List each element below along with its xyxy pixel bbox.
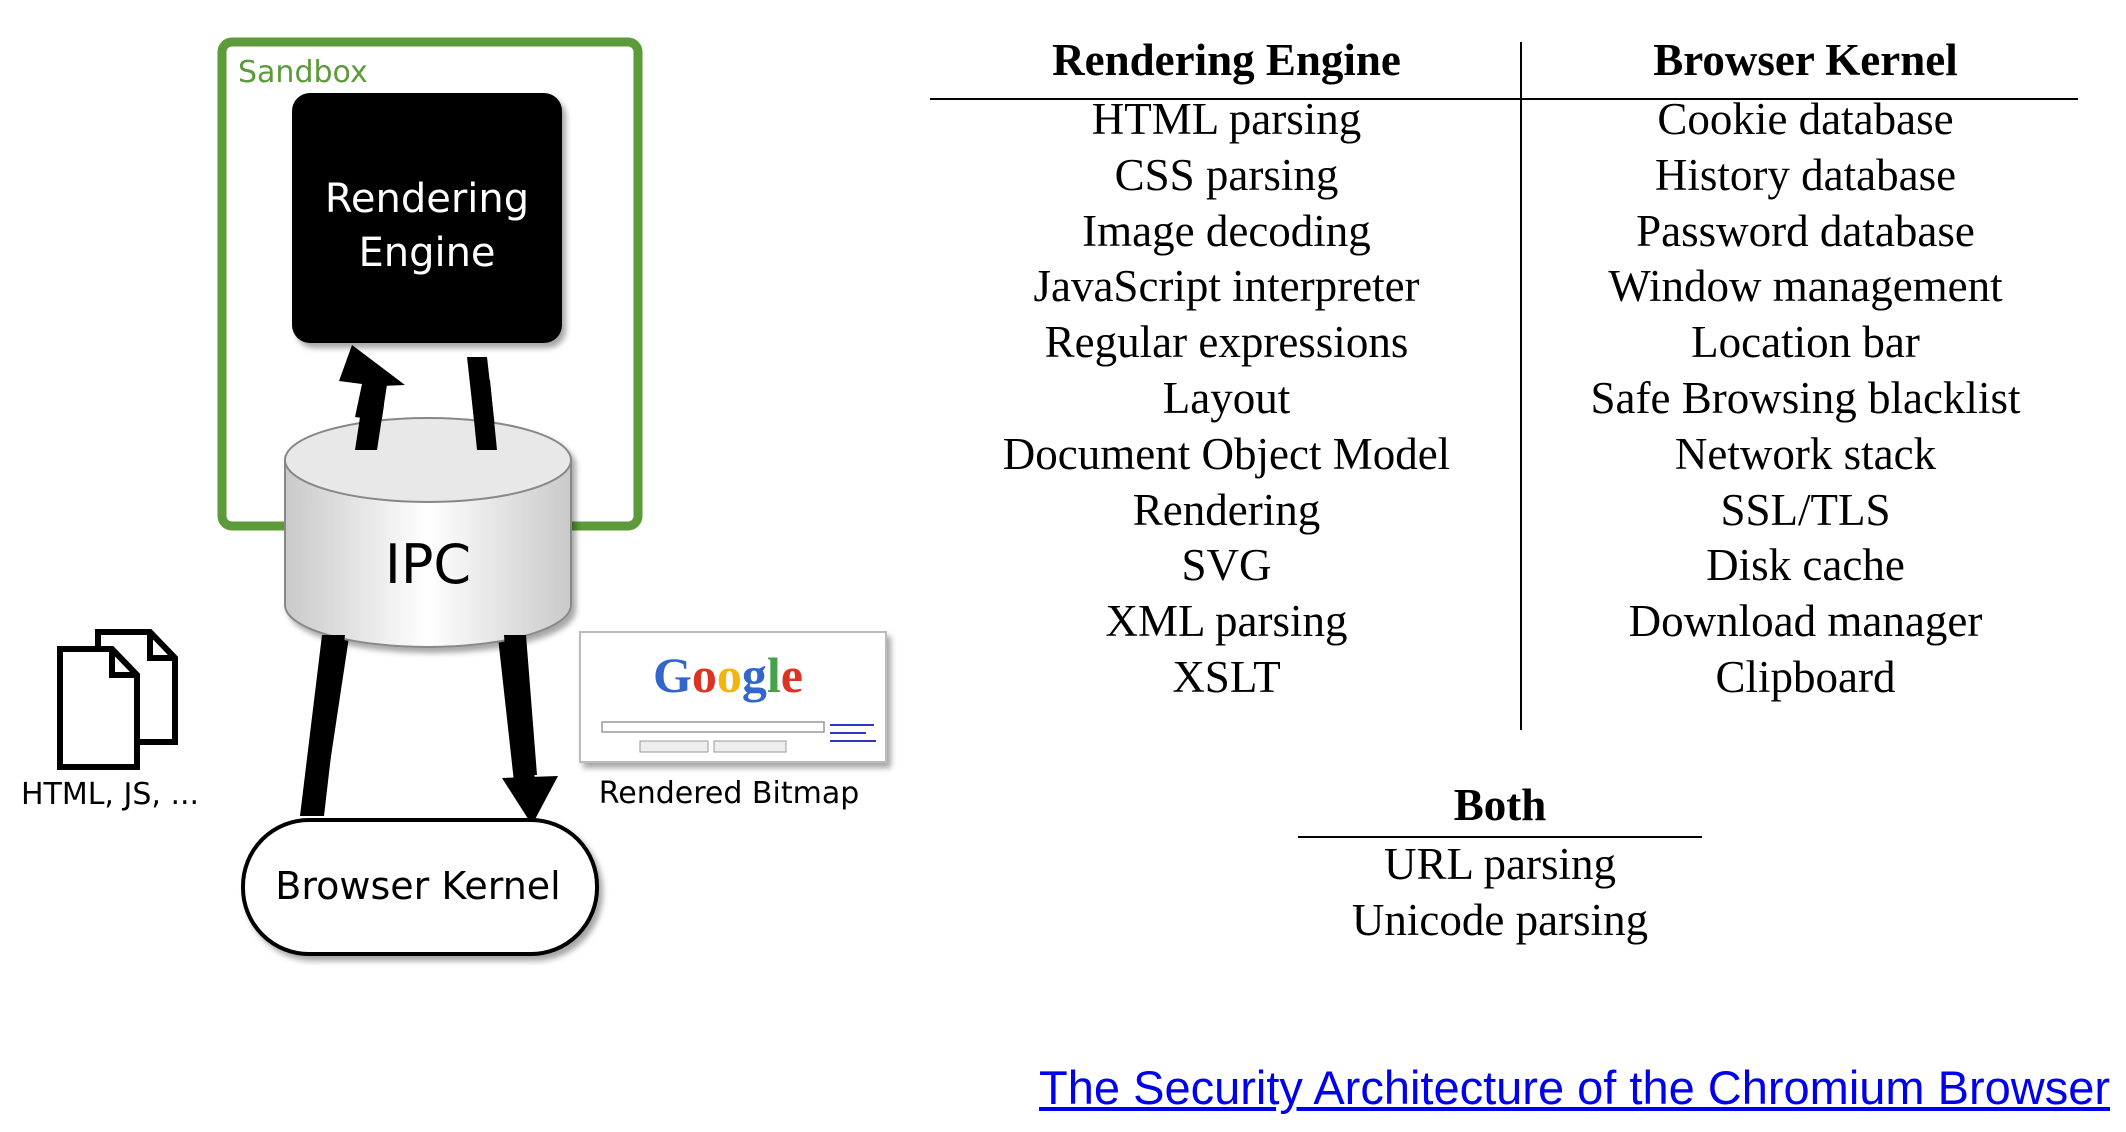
table-cell: XSLT [1172,651,1281,702]
rendered-bitmap-thumbnail: Google [579,631,887,763]
arrow-up-head [339,345,405,420]
table-cell: URL parsing [1383,839,1617,889]
arrow-down-shaft-top [470,380,497,450]
arrow-up-lower [300,635,345,816]
feeling-lucky-button [713,740,787,753]
table-cell: Disk cache [1706,540,1905,591]
table-cell: Location bar [1691,317,1920,368]
table-cell: Password database [1636,205,1975,256]
table-cell: Document Object Model [1002,428,1451,479]
table-cell: Cookie database [1657,94,1954,144]
table-cell: HTML parsing [1091,94,1362,144]
browser-kernel-label: Browser Kernel [275,864,560,908]
google-logo: Google [653,647,803,703]
table-cell: CSS parsing [1114,149,1339,200]
bitmap-caption: Rendered Bitmap [599,776,860,811]
column-divider [1520,42,1522,730]
table-cell: XML parsing [1105,596,1348,647]
table-cell: Safe Browsing blacklist [1590,372,2021,423]
rendering-engine-box [292,93,562,343]
google-search-box [601,721,825,733]
table-cell: Window management [1608,261,2003,312]
browser-kernel-header: Browser Kernel [1653,35,1958,85]
documents-icon [57,629,178,770]
table-cell: Clipboard [1715,651,1896,702]
google-search-button [639,740,709,753]
arrow-down-lower [504,635,537,775]
both-rule [1298,836,1702,838]
table-cell: Layout [1162,372,1291,423]
table-cell: SVG [1181,540,1272,591]
table-cell: Download manager [1628,596,1983,647]
architecture-diagram: Sandbox Rendering Engine IPC Browser Ker… [0,0,900,1000]
table-cell: Network stack [1674,428,1937,479]
table-cell: JavaScript interpreter [1033,261,1420,312]
rendering-engine-label-line2: Engine [358,230,495,276]
ipc-cylinder [284,417,572,648]
rendering-engine-label-line1: Rendering [325,176,529,222]
browser-kernel-box [241,818,599,956]
table-cell: Rendering [1132,484,1321,535]
table-cell: SSL/TLS [1720,484,1891,535]
sandbox-label: Sandbox [238,55,368,90]
architecture-diagram-svg: Sandbox Rendering Engine IPC Browser Ker… [21,37,887,956]
documents-caption: HTML, JS, ... [21,777,199,812]
table-cell: History database [1654,149,1957,200]
arrow-down-head [502,776,558,825]
paper-link[interactable]: The Security Architecture of the Chromiu… [1039,1061,2110,1114]
table-cell: Unicode parsing [1351,894,1649,945]
header-rule [930,98,2078,100]
rendering-engine-header: Rendering Engine [1052,35,1401,85]
both-header: Both [1453,780,1547,830]
table-cell: Image decoding [1082,205,1371,256]
ipc-label: IPC [385,533,471,596]
table-cell: Regular expressions [1044,317,1409,368]
